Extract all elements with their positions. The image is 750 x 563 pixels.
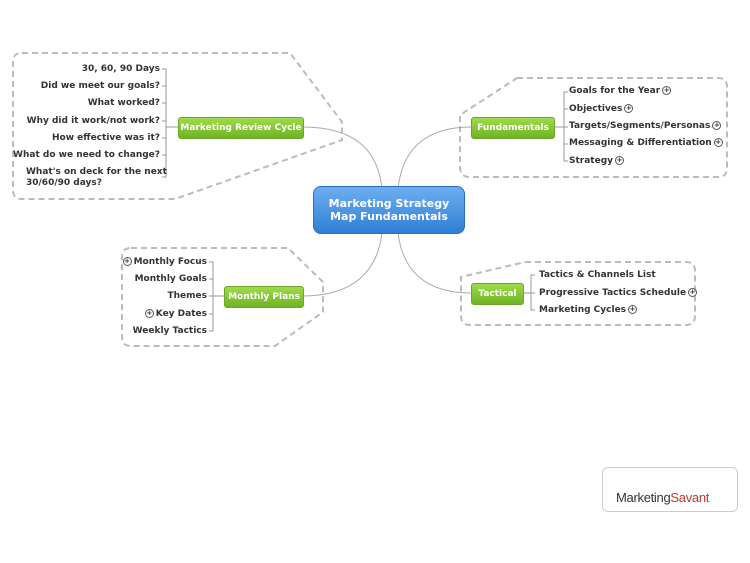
leaf-goals-for-year[interactable]: Goals for the Year+: [569, 86, 672, 96]
expand-icon[interactable]: +: [122, 257, 132, 266]
expand-icon[interactable]: +: [628, 305, 638, 314]
leaf-tactics-channels[interactable]: Tactics & Channels List: [539, 270, 656, 280]
central-topic[interactable]: Marketing Strategy Map Fundamentals: [313, 186, 465, 234]
expand-icon[interactable]: +: [712, 121, 722, 130]
logo-word-marketing: Marketing: [616, 490, 671, 505]
bracket-monthly: [209, 261, 224, 332]
leaf-whats-on-deck-line-1: What's on deck for the next: [26, 167, 167, 177]
expand-icon[interactable]: +: [144, 309, 154, 318]
leaf-strategy[interactable]: Strategy+: [569, 156, 625, 166]
leaf-what-change[interactable]: What do we need to change?: [13, 150, 160, 160]
leaf-key-dates[interactable]: +Key Dates: [144, 309, 207, 319]
boundary-monthly: [121, 247, 324, 347]
link-central-tactical: [397, 231, 472, 294]
expand-icon[interactable]: +: [688, 288, 698, 297]
central-topic-line-1: Marketing Strategy: [328, 197, 450, 210]
boundary-fundamentals: [459, 77, 728, 178]
leaf-marketing-cycles[interactable]: Marketing Cycles+: [539, 305, 638, 315]
leaf-progressive-schedule[interactable]: Progressive Tactics Schedule+: [539, 288, 698, 298]
central-topic-line-2: Map Fundamentals: [330, 210, 448, 223]
expand-icon[interactable]: +: [615, 156, 625, 165]
topic-label: Fundamentals: [477, 123, 549, 133]
expand-icon[interactable]: +: [624, 104, 634, 113]
bracket-review: [162, 68, 178, 178]
leaf-themes[interactable]: Themes: [167, 291, 208, 301]
topic-tactical[interactable]: Tactical: [471, 283, 524, 305]
boundary-tactical: [460, 261, 696, 326]
leaf-messaging[interactable]: Messaging & Differentiation+: [569, 138, 723, 148]
link-central-monthly: [301, 231, 383, 297]
leaf-whats-on-deck[interactable]: What's on deck for the next 30/60/90 day…: [26, 167, 167, 189]
link-central-fundamentals: [397, 126, 472, 190]
leaf-targets[interactable]: Targets/Segments/Personas+: [569, 121, 722, 131]
leaf-30-60-90-days[interactable]: 30, 60, 90 Days: [81, 64, 160, 74]
topic-marketing-review-cycle[interactable]: Marketing Review Cycle: [178, 117, 304, 139]
topic-label: Tactical: [478, 289, 517, 299]
tick-review: [162, 85, 166, 156]
marketing-savant-logo: MarketingSavant: [602, 467, 738, 512]
leaf-meet-goals[interactable]: Did we meet our goals?: [40, 81, 160, 91]
topic-monthly-plans[interactable]: Monthly Plans: [224, 286, 304, 308]
leaf-whats-on-deck-line-2: 30/60/90 days?: [26, 178, 102, 188]
logo-word-savant: Savant: [670, 490, 710, 505]
bracket-fundamentals: [553, 91, 568, 162]
link-central-review: [301, 126, 383, 190]
leaf-why-work[interactable]: Why did it work/not work?: [26, 116, 160, 126]
leaf-weekly-tactics[interactable]: Weekly Tactics: [132, 326, 207, 336]
topic-label: Monthly Plans: [228, 292, 300, 302]
leaf-monthly-focus[interactable]: +Monthly Focus: [122, 257, 207, 267]
leaf-how-effective[interactable]: How effective was it?: [52, 133, 160, 143]
topic-label: Marketing Review Cycle: [180, 123, 302, 133]
leaf-objectives[interactable]: Objectives+: [569, 104, 634, 114]
leaf-what-worked[interactable]: What worked?: [87, 98, 160, 108]
expand-icon[interactable]: +: [662, 86, 672, 95]
leaf-monthly-goals[interactable]: Monthly Goals: [134, 274, 207, 284]
topic-fundamentals[interactable]: Fundamentals: [471, 117, 555, 139]
boundary-review: [12, 52, 343, 200]
logo-wordmark: MarketingSavant: [616, 490, 709, 505]
expand-icon[interactable]: +: [713, 138, 723, 147]
